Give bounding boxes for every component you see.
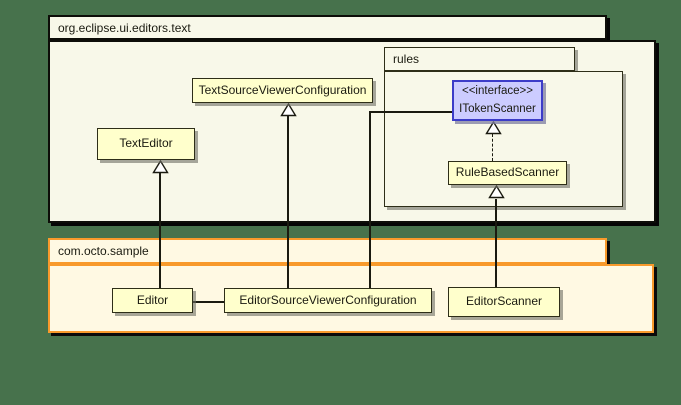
class-name: TextEditor <box>119 136 173 151</box>
class-name: EditorSourceViewerConfiguration <box>239 292 417 307</box>
class-editorscanner: EditorScanner <box>448 287 560 317</box>
class-rulebasedscanner: RuleBasedScanner <box>448 161 567 185</box>
stereotype-label: <<interface>> <box>462 85 533 98</box>
package-title: org.eclipse.ui.editors.text <box>58 20 191 35</box>
association-esvc-to-itokenscanner-line-horizontal <box>369 111 453 113</box>
generalization-editor-to-texteditor-line <box>159 173 161 288</box>
package-tab-com-octo-sample: com.octo.sample <box>48 238 607 264</box>
class-textsourceviewerconfiguration: TextSourceViewerConfiguration <box>192 78 373 103</box>
generalization-arrowhead-icon <box>488 185 505 199</box>
class-texteditor: TextEditor <box>97 128 195 160</box>
realization-rulebasedscanner-to-itokenscanner-dashed-line <box>492 134 493 161</box>
package-tab-rules: rules <box>384 47 575 71</box>
class-editor: Editor <box>112 288 193 313</box>
generalization-arrowhead-icon <box>280 103 297 117</box>
generalization-arrowhead-icon <box>152 160 169 174</box>
package-title: rules <box>393 52 420 66</box>
class-name: EditorScanner <box>465 294 543 309</box>
class-name: TextSourceViewerConfiguration <box>198 82 367 97</box>
interface-itokenscanner: <<interface>> ITokenScanner <box>452 80 543 121</box>
class-name: RuleBasedScanner <box>455 165 560 180</box>
association-esvc-to-itokenscanner-line-vertical <box>369 111 371 288</box>
class-name: ITokenScanner <box>459 103 536 115</box>
package-title: com.octo.sample <box>58 244 149 258</box>
package-tab-org-eclipse-ui-editors-text: org.eclipse.ui.editors.text <box>48 15 607 40</box>
class-name: Editor <box>136 292 169 307</box>
generalization-editorscanner-to-rulebasedscanner-line <box>495 199 497 287</box>
realization-arrowhead-icon <box>485 121 502 135</box>
association-editor-to-esvc-line <box>193 301 224 303</box>
generalization-esvc-to-tsvc-line <box>287 116 289 288</box>
class-editorsourceviewerconfiguration: EditorSourceViewerConfiguration <box>224 288 432 313</box>
